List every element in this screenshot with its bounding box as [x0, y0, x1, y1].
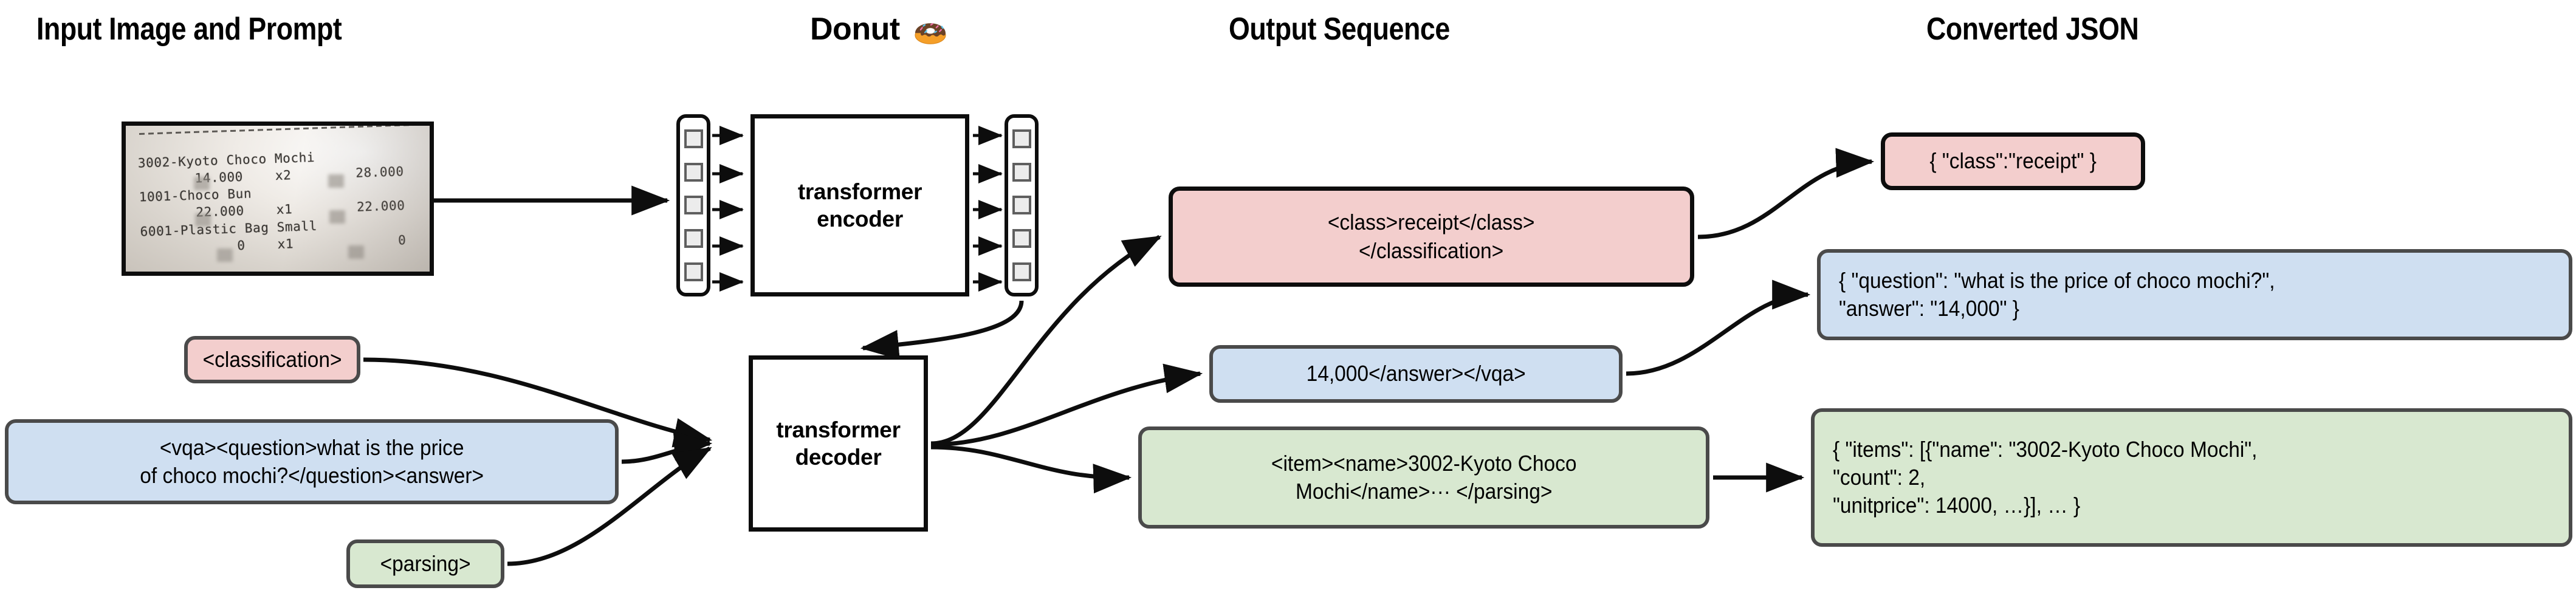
wire-class-to-json: [1697, 148, 1875, 239]
wire-decoder-to-parsing: [930, 445, 1132, 494]
column-title-output: Output Sequence: [1229, 12, 1450, 47]
encoder-output-token-strip: [1005, 114, 1039, 296]
prompt-vqa-text: <vqa><question>what is the price of choc…: [140, 434, 484, 488]
prompt-parsing-box: <parsing>: [346, 539, 504, 588]
redaction-blur: [329, 210, 345, 224]
column-title-json: Converted JSON: [1926, 12, 2139, 47]
patch-token: [684, 262, 703, 282]
receipt-photo: 3002-Kyoto Choco Mochi 14.000 x2 28.000 …: [122, 122, 434, 276]
receipt-shadow-overlay: [126, 126, 430, 272]
encoded-token: [1012, 229, 1031, 248]
encoded-token: [1012, 262, 1031, 282]
json-vqa-box: { "question": "what is the price of choc…: [1817, 249, 2572, 340]
wire-answer-to-json: [1626, 279, 1811, 376]
patch-token: [684, 129, 703, 148]
output-class-box: <class>receipt</class> </classification>: [1169, 187, 1694, 287]
donut-emoji: [915, 23, 946, 44]
prompt-vqa-box: <vqa><question>what is the price of choc…: [5, 419, 619, 504]
prompt-classification-box: <classification>: [184, 336, 360, 383]
redaction-blur: [194, 177, 210, 190]
prompt-classification-text: <classification>: [202, 346, 342, 372]
wire-encoder-to-decoder: [860, 300, 1024, 360]
transformer-decoder-block: transformer decoder: [749, 355, 928, 532]
output-parsing-text: <item><name>3002-Kyoto Choco Mochi</name…: [1271, 450, 1577, 504]
redaction-blur: [217, 248, 233, 262]
json-class-text: { "class":"receipt" }: [1929, 148, 2097, 174]
encoded-token: [1012, 129, 1031, 148]
json-class-box: { "class":"receipt" }: [1881, 132, 2145, 190]
json-parsing-text: { "items": [{"name": "3002-Kyoto Choco M…: [1833, 436, 2258, 518]
encoded-token: [1012, 196, 1031, 215]
patch-token: [684, 229, 703, 248]
receipt-paper: [126, 126, 430, 272]
column-title-model: Donut: [810, 12, 900, 47]
prompt-parsing-text: <parsing>: [380, 550, 471, 576]
column-title-input: Input Image and Prompt: [36, 12, 342, 47]
encoded-token: [1012, 162, 1031, 182]
json-vqa-text: { "question": "what is the price of choc…: [1839, 267, 2275, 321]
redaction-blur: [195, 213, 211, 227]
output-class-text: <class>receipt</class> </classification>: [1328, 210, 1535, 263]
wire-vqa-to-decoder: [621, 431, 713, 464]
redaction-blur: [328, 174, 344, 188]
json-parsing-box: { "items": [{"name": "3002-Kyoto Choco M…: [1811, 408, 2572, 547]
output-answer-box: 14,000</answer></vqa>: [1209, 345, 1623, 403]
output-parsing-box: <item><name>3002-Kyoto Choco Mochi</name…: [1138, 426, 1709, 529]
output-answer-text: 14,000</answer></vqa>: [1306, 361, 1526, 386]
encoder-input-token-strip: [676, 114, 710, 296]
redaction-blur: [348, 245, 364, 259]
patch-token: [684, 162, 703, 182]
patch-token: [684, 196, 703, 215]
transformer-encoder-block: transformer encoder: [750, 114, 969, 296]
